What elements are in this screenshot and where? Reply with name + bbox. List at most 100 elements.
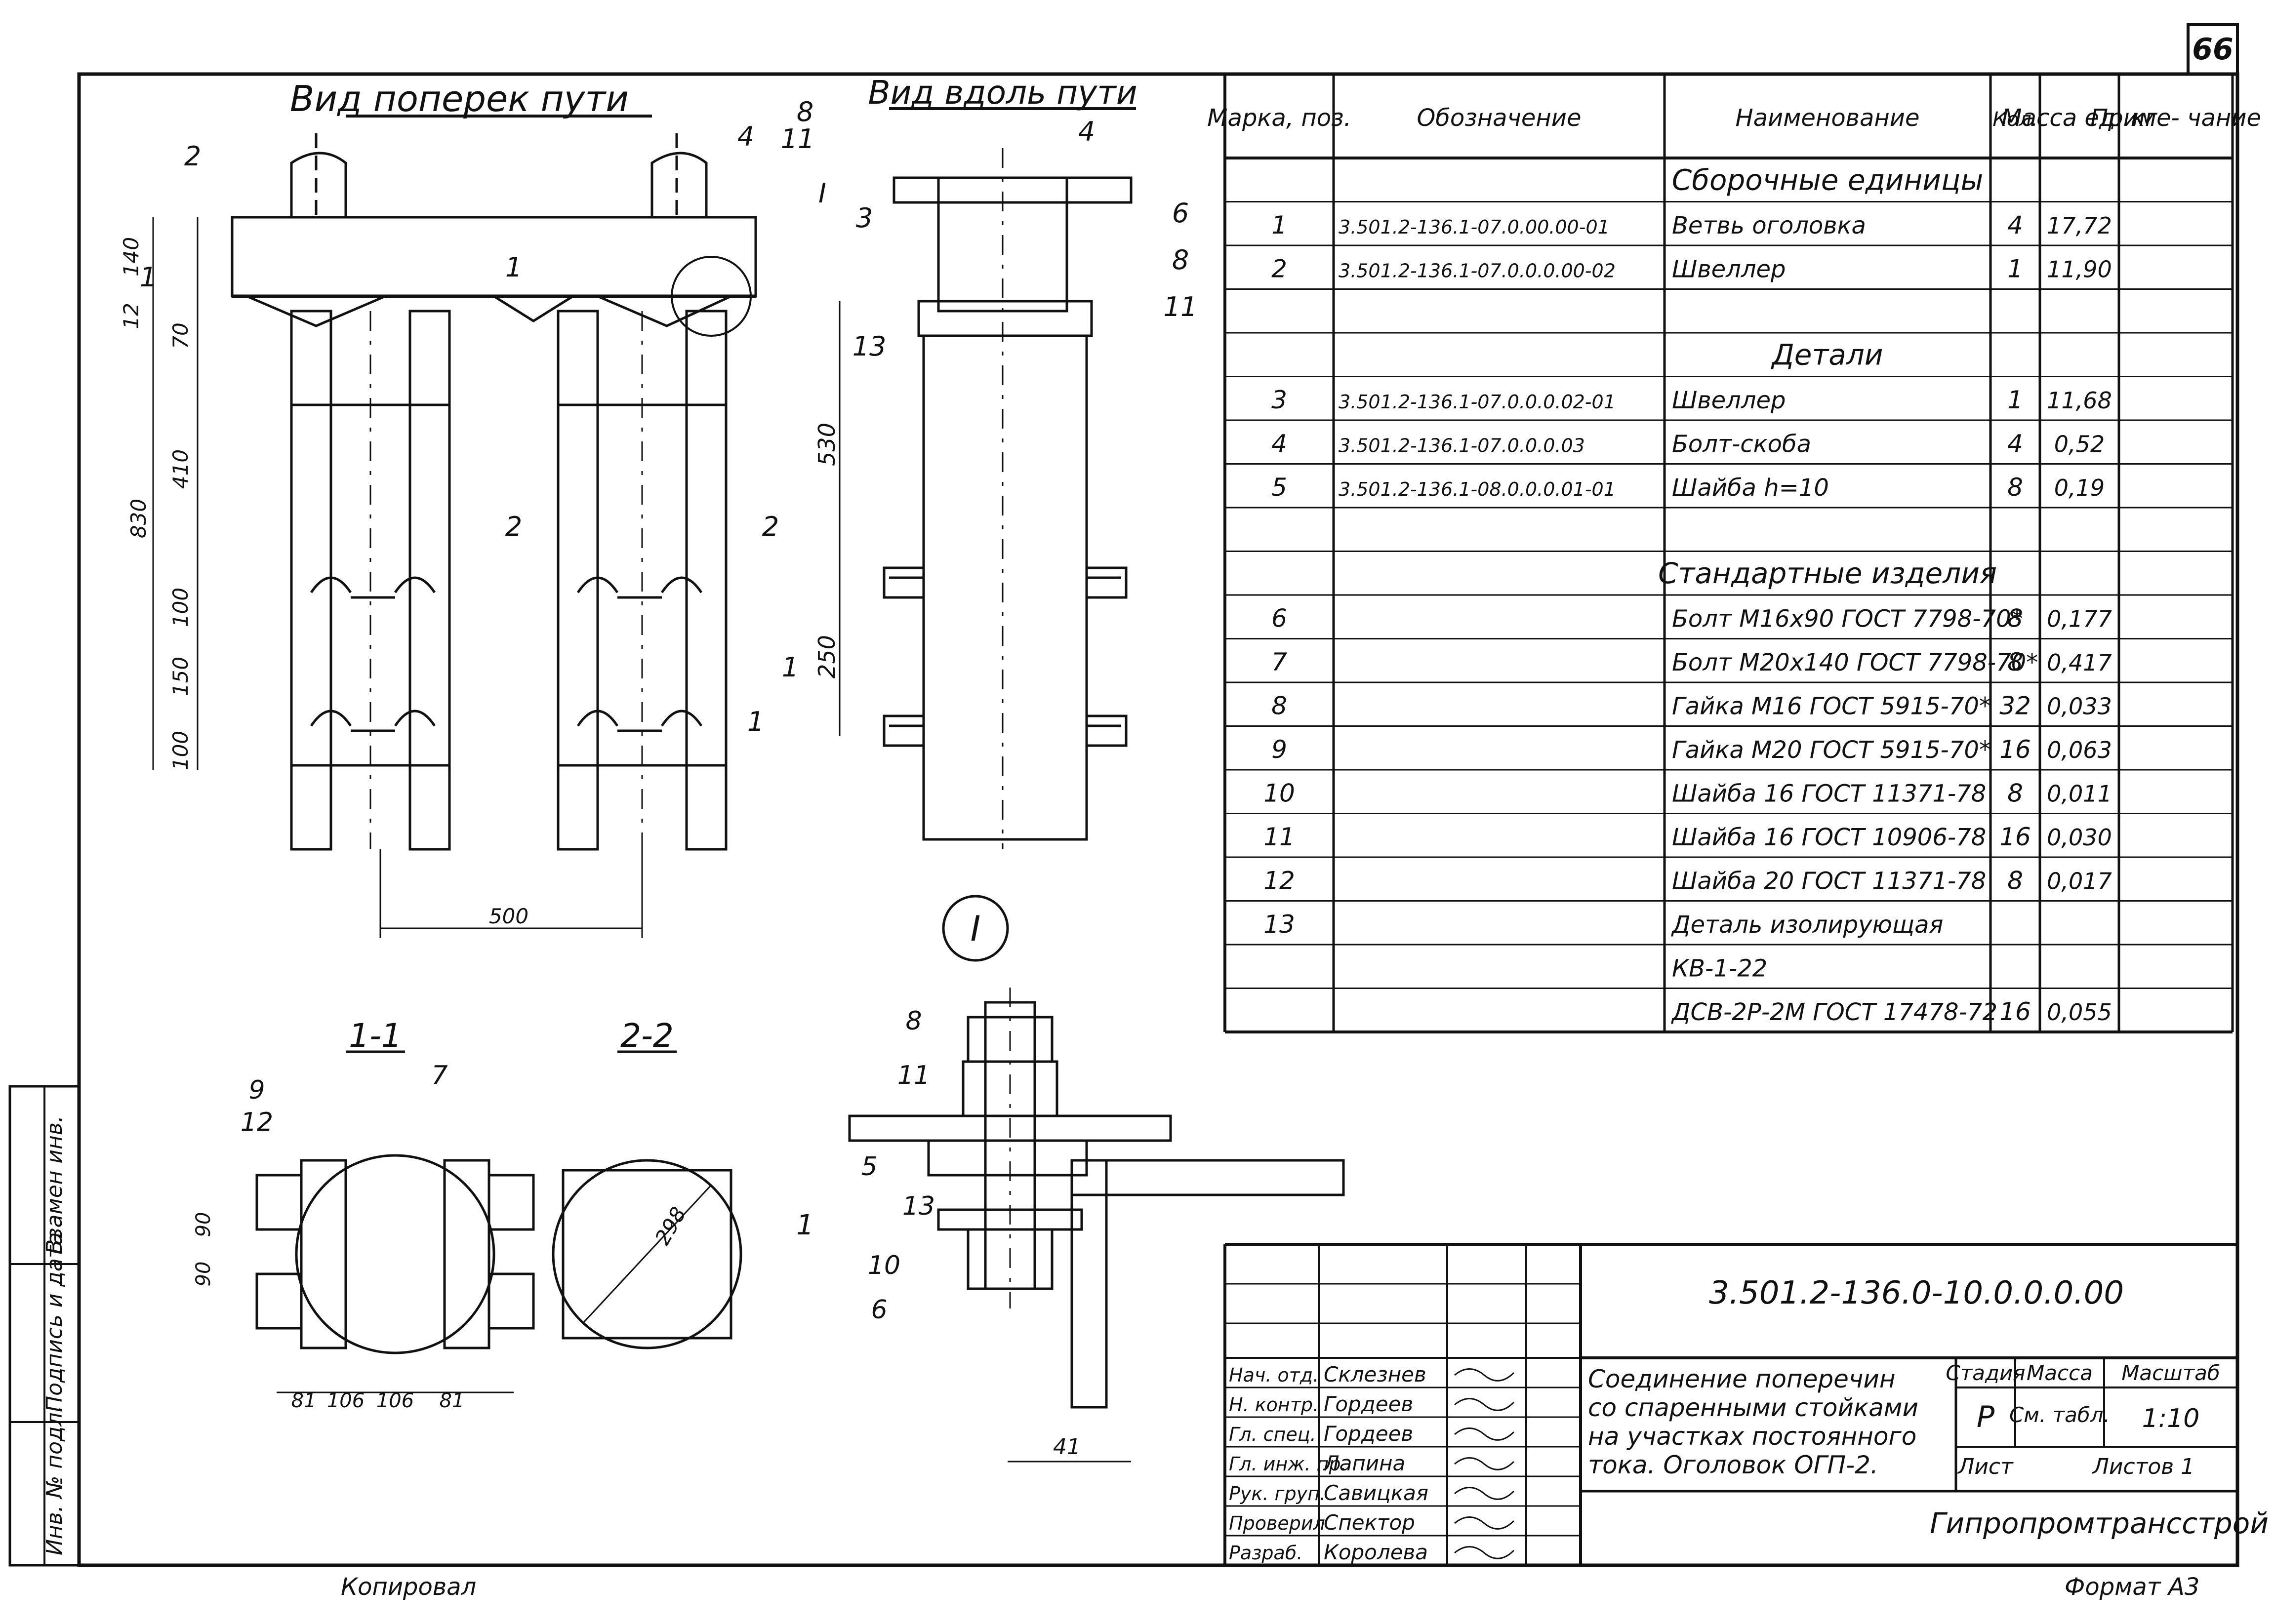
side-view-title: Вид вдоль пути: [868, 74, 1137, 112]
scale-value: 1:10: [2142, 1404, 2200, 1433]
callout-label: 2: [184, 141, 201, 172]
staff-role: Разраб.: [1229, 1542, 1302, 1564]
spec-pos: 9: [1271, 735, 1287, 764]
callout-label: 11: [897, 1061, 930, 1090]
detail-i: I: [848, 895, 1345, 1463]
callout-label: 1: [140, 262, 157, 293]
section-1-1: 1-1: [255, 1017, 535, 1393]
dimension-label: 830: [126, 499, 151, 538]
spec-qty: 8: [2007, 648, 2023, 676]
staff-name: Склезнев: [1324, 1362, 1426, 1386]
spec-mass: 0,011: [2047, 781, 2112, 807]
scale-label: Масштаб: [2121, 1361, 2220, 1385]
callout-label: 1: [505, 252, 522, 283]
spec-name: Шайба 16 ГОСТ 11371-78: [1672, 780, 1986, 808]
staff-role: Н. контр.: [1229, 1394, 1319, 1416]
spec-code: 3.501.2-136.1-07.0.0.0.00-02: [1339, 260, 1616, 282]
staff-name: Савицкая: [1324, 1481, 1428, 1505]
spec-mass: 0,177: [2047, 606, 2112, 633]
staff-name: Лапина: [1323, 1451, 1405, 1475]
sheet-frame: [77, 72, 2239, 1567]
spec-name: Болт М20х140 ГОСТ 7798-70*: [1672, 649, 2038, 676]
sheets-label: Листов 1: [2092, 1454, 2194, 1479]
spec-pos: 3: [1271, 386, 1287, 414]
spec-header-cell: Приме- чание: [2090, 104, 2261, 132]
spec-mass: 0,033: [2047, 693, 2112, 720]
dimension-label: 70: [168, 322, 193, 349]
spec-mass: 11,68: [2047, 387, 2112, 414]
stage-label: Стадия: [1946, 1361, 2025, 1385]
spec-code: 3.501.2-136.1-07.0.0.0.03: [1339, 435, 1585, 457]
dimension-label: 150: [168, 657, 193, 696]
signature: [1454, 1457, 1515, 1470]
spec-pos: 10: [1263, 779, 1295, 808]
section-2-2-title: 2-2: [620, 1017, 674, 1055]
drawing-title-line: Соединение поперечин: [1588, 1365, 1896, 1393]
callout-label: 10: [868, 1251, 900, 1280]
spec-row: Сборочные единицы: [1672, 163, 1984, 197]
staff-row: Гл. инж. пр.Лапина: [1229, 1451, 1515, 1475]
callout-label: I: [818, 178, 826, 209]
signature: [1454, 1368, 1515, 1382]
spec-header-cell: Масса ед. кг: [2001, 104, 2158, 132]
spec-row: Стандартные изделия: [1658, 556, 1997, 590]
spec-qty: 16: [1999, 823, 2031, 851]
format-label: Формат А3: [2065, 1573, 2199, 1601]
spec-qty: 8: [2007, 867, 2023, 895]
callout-label: 6: [871, 1295, 887, 1325]
spec-name: Сборочные единицы: [1672, 163, 1984, 197]
callout-label: 13: [853, 331, 887, 362]
spec-pos: 6: [1271, 604, 1287, 633]
dimension-label: 140: [119, 237, 143, 277]
spec-header-cell: Обозначение: [1417, 104, 1581, 132]
section-1-1-title: 1-1: [349, 1017, 402, 1055]
spec-header-cell: Марка, поз.: [1207, 104, 1351, 132]
spec-name: ДСВ-2Р-2М ГОСТ 17478-72: [1671, 998, 1997, 1026]
dimension-label: 500: [489, 904, 528, 928]
spec-header-cell: Наименование: [1735, 104, 1919, 132]
section-2-2: 2-2: [552, 1017, 742, 1349]
spec-qty: 16: [1999, 735, 2031, 764]
dimension-label: 100: [168, 731, 193, 770]
spec-mass: 0,417: [2047, 649, 2112, 676]
side-stamp-label: Инв. № подл.: [42, 1405, 67, 1555]
dimension-label: 90: [192, 1262, 215, 1287]
spec-name: Болт-скоба: [1672, 431, 1811, 458]
detail-marker-label: I: [971, 909, 981, 949]
spec-mass: 17,72: [2047, 212, 2112, 239]
dimension-label: 106: [327, 1389, 365, 1412]
callout-label: 11: [781, 123, 815, 155]
spec-code: 3.501.2-136.1-07.0.0.0.02-01: [1339, 391, 1616, 413]
spec-pos: 1: [1271, 211, 1287, 239]
spec-qty: 16: [1999, 997, 2031, 1026]
spec-name: Гайка М20 ГОСТ 5915-70*: [1672, 736, 1991, 764]
callout-label: 7: [431, 1061, 447, 1090]
spec-pos: 13: [1263, 910, 1295, 939]
spec-row: Детали: [1770, 338, 1883, 372]
stage-value: Р: [1977, 1400, 1995, 1434]
spec-mass: 0,055: [2047, 999, 2112, 1026]
organization: Гипропромтрансстрой: [1930, 1506, 2269, 1540]
callout-label: 3: [856, 202, 873, 234]
spec-pos: 8: [1271, 692, 1287, 720]
spec-name: Швеллер: [1672, 387, 1786, 414]
signature: [1454, 1398, 1515, 1411]
dimension-label: 298: [650, 1203, 691, 1249]
staff-row: Гл. спец.Гордеев: [1229, 1422, 1515, 1446]
callout-label: 9: [248, 1075, 265, 1105]
spec-qty: 4: [2007, 430, 2023, 458]
staff-role: Гл. инж. пр.: [1229, 1453, 1347, 1475]
staff-role: Нач. отд.: [1229, 1364, 1319, 1386]
spec-qty: 1: [2007, 255, 2023, 283]
spec-pos: 12: [1263, 867, 1295, 895]
dimension-label: 530: [813, 423, 840, 466]
